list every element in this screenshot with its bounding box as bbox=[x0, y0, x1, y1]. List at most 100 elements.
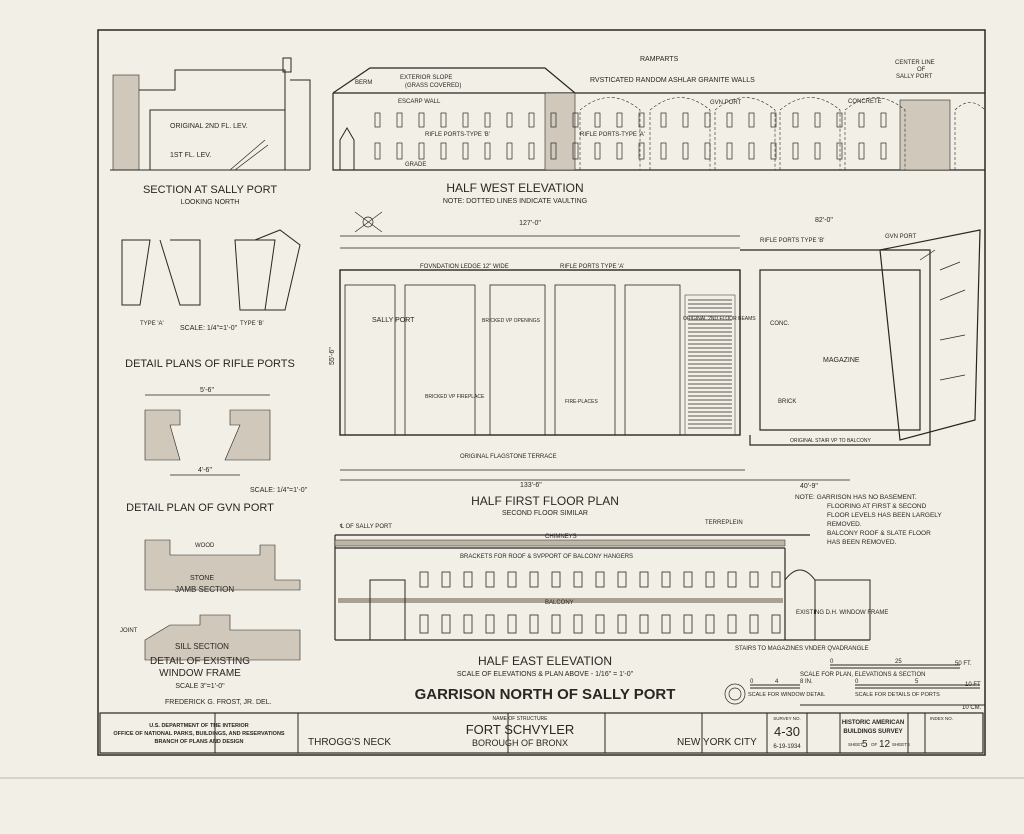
window-mark bbox=[617, 614, 627, 634]
note-line: BALCONY ROOF & SLATE FLOOR bbox=[827, 530, 931, 537]
agency-line: U.S. DEPARTMENT OF THE INTERIOR bbox=[149, 723, 249, 729]
brick-label: BRICK bbox=[778, 399, 796, 405]
section-title: SECTION AT SALLY PORT bbox=[143, 184, 277, 196]
note-line: FLOOR LEVELS HAS BEEN LARGELY bbox=[827, 512, 942, 519]
window-mark bbox=[595, 614, 605, 634]
window-mark bbox=[749, 614, 759, 634]
graphic-scales: 0 25 50 FT. SCALE FOR PLAN, ELEVATIONS &… bbox=[724, 659, 985, 711]
rifle-port-mark bbox=[396, 142, 403, 160]
habs-line: BUILDINGS SURVEY bbox=[843, 729, 902, 735]
rifle-port-mark bbox=[726, 112, 733, 128]
rifle-b-label: RIFLE PORTS-TYPE 'B' bbox=[425, 132, 490, 138]
agency-line: OFFICE OF NATIONAL PARKS, BUILDINGS, AND… bbox=[113, 731, 285, 737]
window-mark bbox=[683, 571, 693, 588]
sally-port-cl-label: SALLY PORT bbox=[896, 74, 933, 80]
total-sheets: 12 bbox=[879, 739, 891, 750]
rifle-port-mark bbox=[440, 112, 447, 128]
window-mark bbox=[727, 614, 737, 634]
window-mark bbox=[727, 571, 737, 588]
rifle-port-mark bbox=[418, 142, 425, 160]
plan-room bbox=[489, 284, 546, 436]
rifle-port-mark bbox=[660, 112, 667, 128]
fireplaces: FIRE-PLACES bbox=[565, 399, 598, 405]
stair-label: ORIGINAL STAIR VP TO BALCONY bbox=[790, 438, 872, 444]
stairs-label: STAIRS TO MAGAZINES VNDER QVADRANGLE bbox=[735, 646, 869, 652]
rifle-port-mark bbox=[462, 142, 469, 160]
east-elevation-scale: SCALE OF ELEVATIONS & PLAN ABOVE - 1/16"… bbox=[457, 671, 634, 678]
existing-window-label: EXISTING D.H. WINDOW FRAME bbox=[796, 610, 888, 616]
plan-tick: 0 bbox=[830, 659, 834, 665]
window-mark bbox=[661, 571, 671, 588]
floor-plan-subtitle: SECOND FLOOR SIMILAR bbox=[502, 510, 588, 517]
plan-scale-label: SCALE FOR PLAN, ELEVATIONS & SECTION bbox=[800, 672, 925, 678]
gun-port-scale: SCALE: 1/4"=1'-0" bbox=[250, 487, 308, 494]
window-mark bbox=[617, 571, 627, 588]
garrison-note: NOTE: GARRISON HAS NO BASEMENT.FLOORING … bbox=[795, 494, 942, 546]
window-mark bbox=[573, 571, 583, 588]
window-mark bbox=[705, 614, 715, 634]
window-mark bbox=[551, 614, 561, 634]
window-mark bbox=[441, 614, 451, 634]
window-mark bbox=[771, 571, 781, 588]
exterior-slope-label: EXTERIOR SLOPE bbox=[400, 75, 452, 81]
rifle-port-mark bbox=[682, 112, 689, 128]
rifle-port-mark bbox=[374, 142, 381, 160]
window-tick: 4 bbox=[775, 679, 779, 685]
rifle-port-mark bbox=[528, 142, 535, 160]
window-mark bbox=[771, 614, 781, 634]
plan-tick: 50 FT. bbox=[955, 661, 972, 667]
escarp-label: ESCARP WALL bbox=[398, 99, 441, 105]
plan-sally-port: SALLY PORT bbox=[372, 317, 415, 324]
window-tick: 8 IN. bbox=[800, 679, 813, 685]
survey-number: 4-30 bbox=[774, 724, 800, 739]
rifle-port-mark bbox=[682, 142, 689, 160]
stone-label: STONE bbox=[190, 575, 214, 582]
rifle-port-mark bbox=[660, 142, 667, 160]
type-a-label: TYPE 'A' bbox=[140, 321, 164, 327]
section-subtitle: LOOKING NORTH bbox=[181, 199, 240, 206]
window-mark bbox=[529, 614, 539, 634]
rifle-port-mark bbox=[616, 112, 623, 128]
gun-port-width: 5'-6" bbox=[200, 387, 214, 394]
survey-date: 6-19-1934 bbox=[773, 744, 801, 750]
dim-right-bottom: 40'-9" bbox=[800, 483, 818, 490]
rifle-port-mark bbox=[572, 112, 579, 128]
rifle-port-mark bbox=[374, 112, 381, 128]
rifle-port-mark bbox=[528, 112, 535, 128]
terrace-label: ORIGINAL FLAGSTONE TERRACE bbox=[460, 454, 557, 460]
plan-room bbox=[404, 284, 476, 436]
rifle-port-mark bbox=[704, 112, 711, 128]
rifle-port-mark bbox=[880, 112, 887, 128]
grade-label: GRADE bbox=[405, 162, 426, 168]
sheet-border bbox=[97, 29, 986, 756]
plan-gun-port: GVN PORT bbox=[885, 234, 917, 240]
window-mark bbox=[463, 571, 473, 588]
habs-seal-icon bbox=[724, 683, 746, 705]
gun-port-detail: 5'-6" 4'-6" SCALE: 1/4"=1'-0" DETAIL PLA… bbox=[126, 387, 307, 514]
sill-label: SILL SECTION bbox=[175, 642, 229, 651]
window-scale: SCALE 3"=1'-0" bbox=[175, 683, 225, 690]
rifle-scale: SCALE: 1/4"=1'-0" bbox=[180, 325, 238, 332]
north-arrow-icon bbox=[362, 216, 374, 228]
berm-label: BERM bbox=[355, 80, 372, 86]
window-mark bbox=[683, 614, 693, 634]
note-line: FLOORING AT FIRST & SECOND bbox=[827, 503, 927, 510]
agency-line: BRANCH OF PLANS AND DESIGN bbox=[154, 739, 243, 745]
window-tick: 0 bbox=[750, 679, 754, 685]
brackets-label: BRACKETS FOR ROOF & SVPPORT OF BALCONY H… bbox=[460, 554, 633, 560]
east-elevation-title: HALF EAST ELEVATION bbox=[478, 654, 612, 668]
terreplein-label: TERREPLEIN bbox=[705, 520, 743, 526]
rifle-port-mark bbox=[748, 142, 755, 160]
rifle-port-mark bbox=[484, 142, 491, 160]
rifle-port-mark bbox=[506, 142, 513, 160]
window-title: DETAIL OF EXISTING bbox=[150, 656, 250, 667]
window-mark bbox=[419, 571, 429, 588]
gun-port-title: DETAIL PLAN OF GVN PORT bbox=[126, 502, 274, 514]
foundation-label: FOVNDATION LEDGE 12" WIDE bbox=[420, 264, 509, 270]
sheets-label: SHEETS bbox=[892, 742, 910, 747]
name-label: NAME OF STRUCTURE bbox=[493, 716, 549, 722]
west-elevation-title: HALF WEST ELEVATION bbox=[446, 181, 583, 195]
rifle-port-mark bbox=[550, 112, 557, 128]
rifle-port-mark bbox=[550, 142, 557, 160]
jamb-label: JAMB SECTION bbox=[175, 585, 234, 594]
